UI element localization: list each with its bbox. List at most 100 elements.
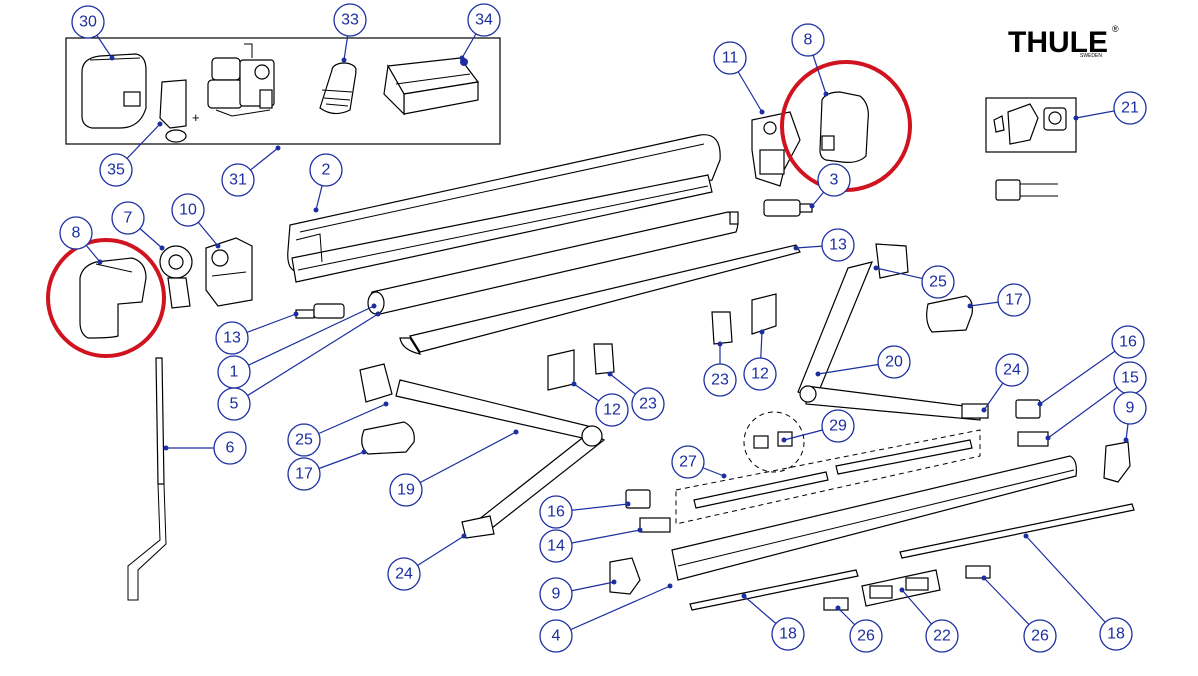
callout-23: 23 [607,371,665,421]
callout-bubble [309,153,343,187]
callout-bubble [1113,391,1147,425]
part-end-9-right [1103,441,1131,483]
leader-arrow [1073,115,1079,121]
callout-29: 29 [781,409,855,443]
callout-number: 16 [1119,334,1137,351]
callout-bubble [771,617,805,651]
callout-number: 31 [229,172,247,189]
callout-bubble [99,153,133,187]
callout-18: 18 [1023,533,1133,651]
part-front-bar-4 [671,455,1077,581]
callout-4: 4 [539,583,673,653]
leader-arrow [625,501,631,507]
part-26-left [823,597,849,611]
callout-bubble [631,387,665,421]
callout-31: 31 [221,145,281,197]
callout-number: 33 [341,12,359,29]
callout-bubble [1113,91,1147,125]
part-bracket-23-left [593,343,615,375]
part-rail-18-left [689,569,859,611]
part-crank-6 [127,357,167,601]
callout-bubble [539,619,573,653]
callout-bubble [539,529,573,563]
part-control-box-34 [383,57,480,116]
part-housing-10 [205,237,253,307]
callout-number: 17 [295,466,313,483]
leader-arrow [571,381,577,387]
leader-arrow [899,587,905,593]
callout-bubble [1111,325,1145,359]
leader-arrow [341,57,347,63]
part-plug-33 [319,62,357,115]
callout-26: 26 [835,605,883,653]
callout-number: 26 [1031,628,1049,645]
leader-arrow [109,55,115,61]
part-bracket-23-right [711,311,733,345]
callout-25: 25 [287,401,389,457]
callout-1: 1 [217,303,377,389]
callout-2: 2 [309,153,343,213]
leader-arrow [835,605,841,611]
leader-arrow [759,329,765,335]
leader-line [1039,341,1129,405]
callout-bubble [111,201,145,235]
part-roller-tube-1 [367,211,739,315]
callout-number: 22 [933,628,951,645]
callout-bubble [877,345,911,379]
callout-bubble [791,23,825,57]
callout-bubble [287,457,321,491]
callout-bubble [387,557,421,591]
callout-bubble [995,353,1029,387]
callout-30: 30 [71,5,115,61]
part-motor-unit [207,43,275,117]
callout-number: 14 [547,538,565,555]
part-front-profile-3 [399,244,801,355]
leader-arrow [637,527,643,533]
leader-arrow [293,311,299,317]
callout-bubble [713,41,747,75]
leader-arrow [1023,533,1029,539]
callout-number: 19 [397,482,415,499]
callout-19: 19 [389,429,519,507]
callout-23: 23 [703,341,737,397]
callout-number: 20 [885,354,903,371]
callout-number: 8 [72,225,81,242]
callout-20: 20 [815,345,911,379]
part-plug-13-left [295,303,345,319]
callout-25: 25 [873,265,955,299]
callout-9: 9 [539,577,617,611]
leader-arrow [371,303,377,309]
callout-number: 18 [1107,626,1125,643]
part-cassette-2 [287,134,721,283]
callout-24: 24 [387,533,467,591]
leader-arrow [793,245,799,251]
callout-bubble [333,3,367,37]
callout-bubble [1023,619,1057,653]
callout-17: 17 [967,283,1031,317]
leader-arrow [781,437,787,443]
leader-arrow [361,449,367,455]
callout-bubble [539,495,573,529]
callout-13: 13 [215,311,299,355]
callout-10: 10 [171,193,221,249]
highlight-ring-left [46,238,166,358]
callout-number: 10 [179,202,197,219]
callout-number: 4 [552,628,561,645]
callout-bubble [389,473,423,507]
callout-7: 7 [111,201,165,251]
callout-bubble [849,619,883,653]
callout-bubble [221,163,255,197]
callout-number: 24 [1003,362,1021,379]
callout-number: 7 [124,210,133,227]
callout-27: 27 [671,445,727,479]
part-plate-12-left [547,349,575,391]
brand-name: THULE [1008,26,1108,59]
kit-box [65,37,501,145]
callout-number: 16 [547,504,565,521]
leader-arrow [607,371,613,377]
callout-bubble [703,363,737,397]
callout-bubble [821,228,855,262]
brand-sub: SWEDEN [1080,53,1102,59]
callout-number: 1 [230,364,239,381]
callout-bubble [59,216,93,250]
